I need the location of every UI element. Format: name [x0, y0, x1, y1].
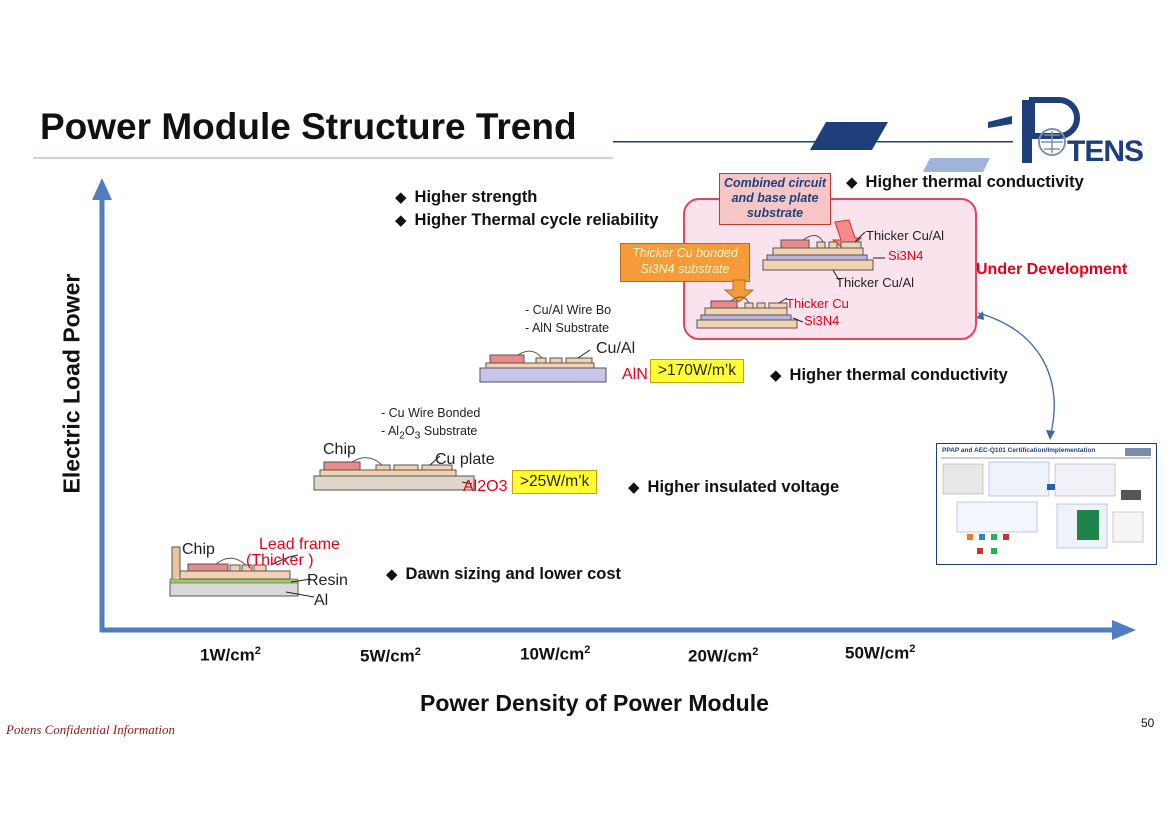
thumbnail-graphics [941, 448, 1151, 554]
stage4-bullet-thermal: ◆Higher thermal conductivity [846, 173, 1084, 191]
label-si3n4-a: Si3N4 [888, 248, 924, 263]
diamond-icon: ◆ [395, 189, 407, 206]
title-underline-navy [613, 141, 1013, 143]
label-thicker-cu: Thicker Cu [786, 296, 849, 311]
page-title: Power Module Structure Trend [40, 106, 577, 147]
x-axis-arrow [1112, 620, 1136, 640]
stage4-bullet-reliability: ◆Higher Thermal cycle reliability [395, 211, 659, 229]
x-tick-4: 20W/cm2 [688, 646, 759, 666]
header-slant-dark [810, 122, 888, 150]
x-tick-3: 10W/cm2 [520, 644, 591, 664]
stage2-conductivity-badge: >25W/m’k [512, 470, 598, 494]
diamond-icon: ◆ [395, 212, 407, 229]
x-axis-title: Power Density of Power Module [420, 690, 769, 716]
stage2-chip-label: Chip [323, 441, 356, 458]
stage1-al-label: Al [314, 592, 329, 609]
connector-arrow-end [1046, 430, 1055, 440]
stage1-diagram [169, 546, 315, 598]
header-dash [988, 116, 1012, 128]
diamond-icon: ◆ [386, 566, 398, 583]
combined-substrate-callout: Combined circuit and base plate substrat… [719, 173, 831, 225]
stage1-leadframe-label: Lead frame [259, 536, 340, 553]
stage2-cuplate-label: Cu plate [435, 451, 495, 468]
label-thicker-cual-top: Thicker Cu/Al [866, 228, 945, 243]
x-tick-1: 1W/cm2 [200, 645, 261, 665]
diamond-icon: ◆ [628, 479, 640, 496]
stage1-chip-label: Chip [182, 541, 215, 558]
diamond-icon: ◆ [846, 174, 858, 191]
x-tick-2: 5W/cm2 [360, 646, 421, 666]
stage2-substrate-label: Al2O3 [463, 478, 508, 495]
x-tick-5: 50W/cm2 [845, 643, 916, 663]
stage3-conductivity-badge: >170W/m’k [650, 359, 744, 383]
stage3-bullet: ◆Higher thermal conductivity [770, 366, 1008, 384]
stage3-notes: - Cu/Al Wire Bo - AlN Substrate [525, 303, 612, 335]
y-axis-arrow [92, 178, 112, 200]
stage2-bullet: ◆Higher insulated voltage [628, 478, 840, 496]
under-development-label: Under Development [976, 261, 1128, 278]
page-number: 50 [1141, 716, 1155, 730]
stage1-resin-label: Resin [307, 572, 348, 589]
stage3-substrate-label: AlN [622, 366, 648, 383]
stage2-diagram [313, 455, 475, 491]
stage3-diagram [479, 349, 607, 383]
stage1-thicker-label: (Thicker ) [246, 552, 314, 569]
stage1-bullet: ◆Dawn sizing and lower cost [386, 565, 621, 583]
diamond-icon: ◆ [770, 367, 782, 384]
thumbnail-title: PPAP and AEC-Q101 Certification/Implemen… [942, 447, 1096, 454]
svg-text:TENS: TENS [1067, 135, 1143, 167]
stage3-cual-label: Cu/Al [596, 340, 636, 357]
connector-curve [977, 312, 1055, 438]
dev-panel-diagram [696, 219, 885, 329]
potens-logo: TENS [1019, 97, 1149, 168]
stage2-notes: - Cu Wire Bonded - Al2O3 Substrate [381, 406, 481, 442]
stage4-bullet-strength: ◆Higher strength [395, 188, 538, 206]
label-si3n4-b: Si3N4 [804, 313, 840, 328]
connector-arrow-start [976, 311, 984, 320]
title-underline-light [33, 157, 613, 159]
header-slant-light [923, 158, 990, 172]
certification-thumbnail: PPAP and AEC-Q101 Certification/Implemen… [936, 443, 1157, 565]
si3n4-substrate-callout: Thicker Cu bonded Si3N4 substrate [620, 243, 750, 282]
y-axis-title: Electric Load Power [58, 273, 85, 494]
label-thicker-cual-bottom: Thicker Cu/Al [836, 275, 915, 290]
header-decoration [33, 116, 1013, 172]
confidential-footer: Potens Confidential Information [6, 722, 175, 737]
